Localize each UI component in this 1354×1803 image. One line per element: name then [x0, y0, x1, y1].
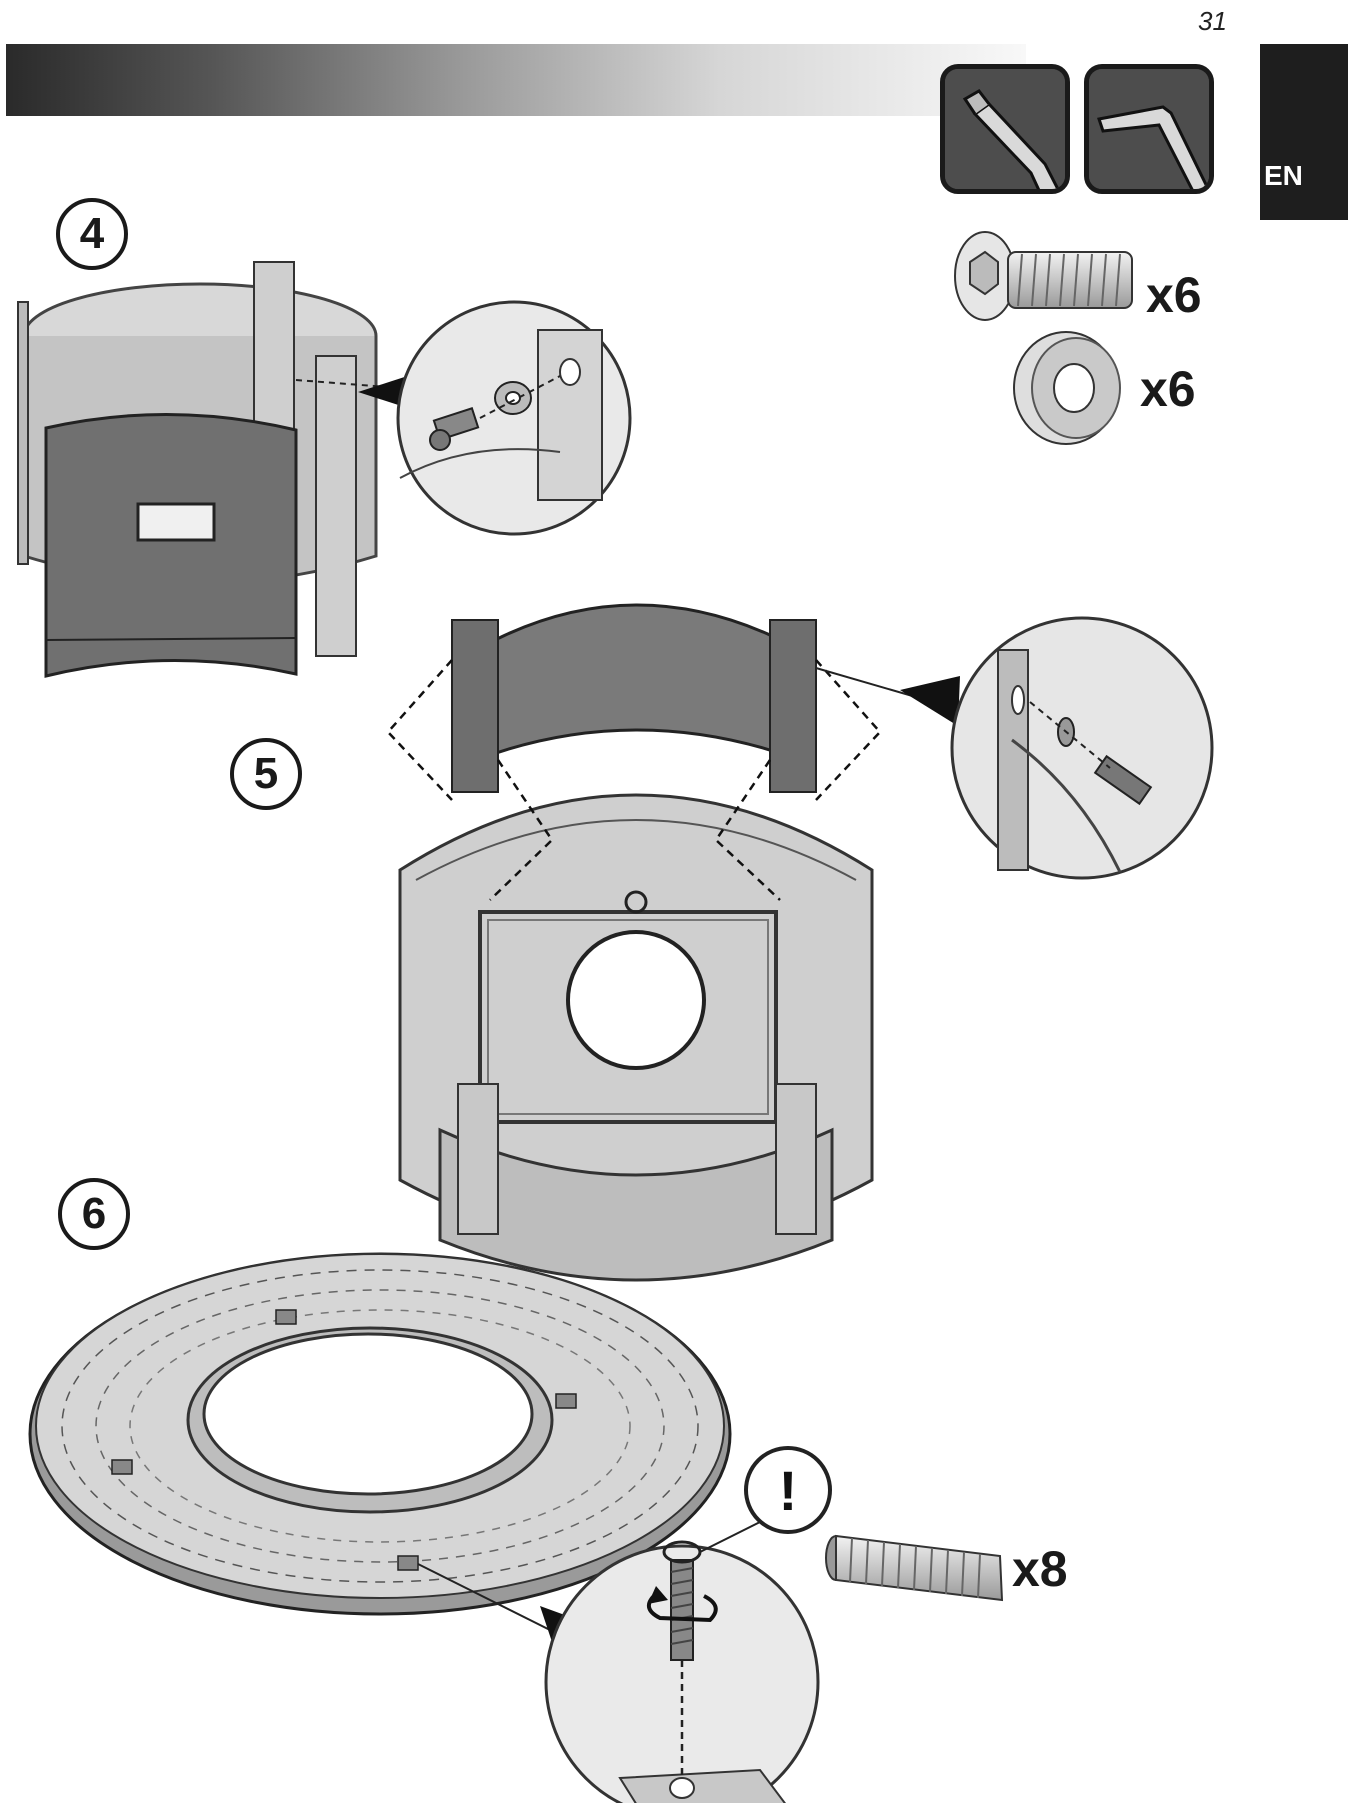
header-gradient-bar — [6, 44, 1026, 116]
step-4-detail-callout — [396, 300, 632, 536]
grub-screw-quantity: x8 — [1012, 1541, 1068, 1597]
step-5-badge: 5 — [230, 738, 302, 810]
bolt-icon — [954, 231, 1133, 321]
warning-symbol: ! — [779, 1459, 798, 1522]
grub-screw-icon — [825, 1534, 1004, 1602]
language-label: EN — [1264, 160, 1303, 191]
language-tab: EN — [1260, 44, 1348, 220]
step-6-ring-plate-illustration — [28, 1252, 732, 1666]
allen-key-icon — [1084, 64, 1214, 194]
step-5-frame-illustration — [386, 603, 960, 1282]
step-4-badge: 4 — [56, 198, 128, 270]
page-number: 31 — [1198, 6, 1227, 36]
bolt-quantity: x6 — [1146, 267, 1202, 323]
washer-icon — [1013, 331, 1121, 445]
step-6-badge: 6 — [58, 1178, 130, 1250]
step-5-detail-callout — [950, 616, 1214, 880]
washer-quantity: x6 — [1140, 361, 1196, 417]
step-6-detail-callout — [544, 1540, 820, 1803]
step-4-drum-illustration — [17, 261, 420, 678]
screwdriver-icon — [940, 64, 1070, 194]
warning-callout — [699, 1446, 832, 1553]
